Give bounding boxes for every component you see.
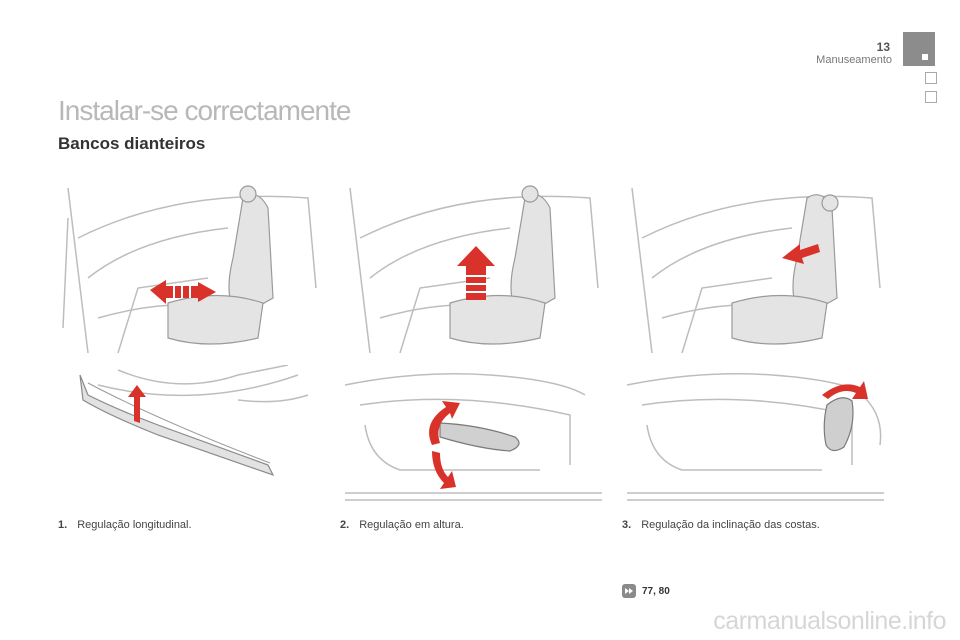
recline-lever-detail [622, 365, 884, 505]
tab-marker [922, 54, 928, 60]
page-number: 13 [876, 40, 890, 54]
caption-number: 2. [340, 519, 350, 531]
seat-rail-detail [58, 365, 320, 490]
page-reference[interactable]: 77, 80 [622, 584, 670, 598]
seat-illustration-3 [622, 178, 884, 353]
chapter-tab[interactable] [903, 32, 935, 66]
page-title: Instalar-se correctamente [58, 95, 351, 126]
caption-text: Regulação em altura. [359, 519, 464, 531]
caption-text: Regulação longitudinal. [77, 519, 192, 531]
caption-3: 3. Regulação da inclinação das costas. [622, 519, 820, 531]
reference-pages[interactable]: 77, 80 [642, 585, 670, 597]
caption-1: 1. Regulação longitudinal. [58, 519, 192, 531]
caption-text: Regulação da inclinação das costas. [641, 519, 820, 531]
seat-illustration-2 [340, 178, 602, 353]
seat-illustration-1 [58, 178, 320, 353]
caption-number: 3. [622, 519, 632, 531]
section-subtitle: Bancos dianteiros [58, 134, 206, 153]
section-name: Manuseamento [816, 54, 892, 66]
chapter-tab-empty[interactable] [925, 72, 937, 84]
height-lever-detail [340, 365, 602, 505]
caption-number: 1. [58, 519, 68, 531]
caption-2: 2. Regulação em altura. [340, 519, 464, 531]
page-reference-icon[interactable] [622, 584, 636, 598]
chapter-tab-empty[interactable] [925, 91, 937, 103]
watermark: carmanualsonline.info [713, 607, 946, 635]
